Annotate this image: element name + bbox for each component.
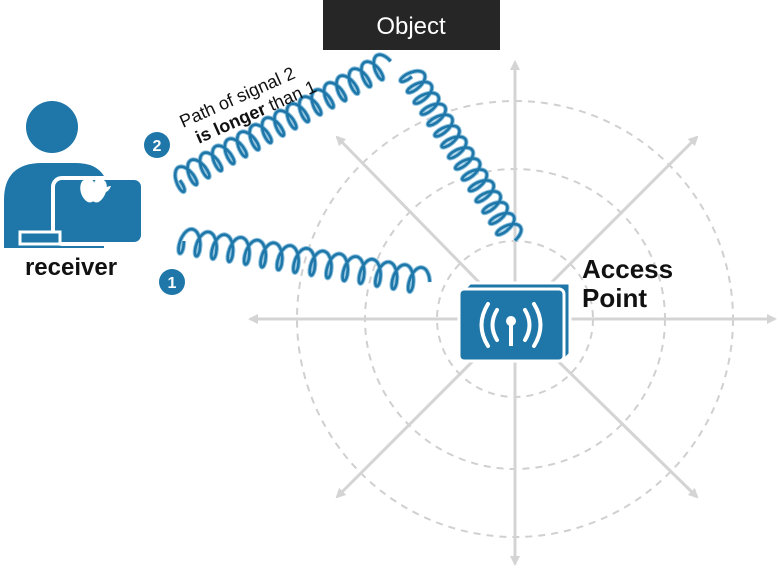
- receiver-label: receiver: [25, 254, 117, 281]
- wireless-access-point-icon: [457, 281, 572, 363]
- signal-path-2-to-receiver: [172, 52, 393, 195]
- person-with-laptop-icon: [4, 101, 145, 248]
- signal-path-2-to-object: [398, 68, 524, 243]
- access-point-label-line-1: Access: [582, 254, 673, 284]
- access-point-label-line-2: Point: [582, 283, 647, 313]
- svg-text:2: 2: [153, 138, 162, 155]
- signal-path-1: [176, 226, 433, 295]
- badge-signal-2: 2: [144, 132, 170, 158]
- badge-signal-1: 1: [159, 269, 185, 295]
- object-box: Object: [323, 0, 500, 50]
- apple-logo-icon: [80, 178, 111, 203]
- object-label: Object: [376, 13, 446, 40]
- svg-text:1: 1: [168, 275, 177, 292]
